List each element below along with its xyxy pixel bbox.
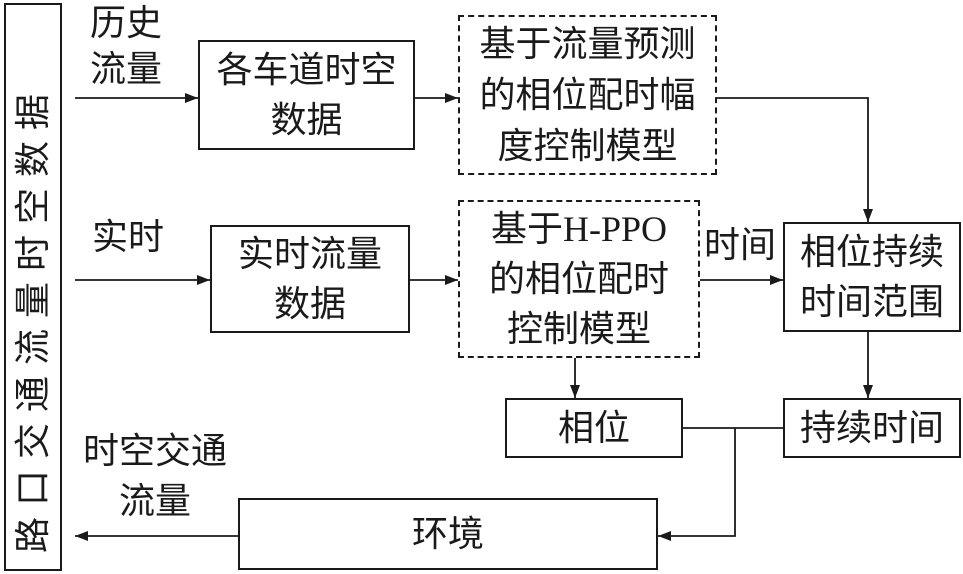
node-line: 相位	[557, 408, 630, 448]
node-line: 的相位配时幅	[479, 74, 696, 115]
node-flow-prediction-timing-model: 基于流量预测 的相位配时幅 度控制模型	[458, 15, 717, 175]
node-line: 环境	[411, 514, 484, 554]
node-phase: 相位	[505, 398, 683, 458]
label-line: 时间	[704, 225, 777, 265]
label-historical-flow: 历史 流量	[90, 0, 162, 92]
node-line: 基于流量预测	[479, 23, 696, 64]
label-spatiotemporal-traffic-flow: 时空交通 流量	[80, 426, 230, 526]
node-realtime-flow-data: 实时流量 数据	[210, 225, 410, 333]
node-line: 数据	[270, 100, 343, 140]
node-line: 基于H-PPO	[490, 209, 668, 249]
node-line: 控制模型	[506, 309, 651, 349]
node-line: 各车道时空	[216, 50, 397, 90]
label-line: 流量	[118, 481, 191, 521]
node-environment: 环境	[238, 498, 658, 570]
source-data-box: 路口交通流量时空数据	[4, 3, 62, 571]
node-line: 相位持续	[799, 232, 944, 272]
node-duration: 持续时间	[783, 398, 961, 458]
label-line: 时空交通	[82, 431, 227, 471]
label-line: 历史	[90, 3, 163, 43]
node-phase-duration-range: 相位持续 时间范围	[783, 222, 961, 332]
node-line: 实时流量	[237, 234, 382, 274]
node-lane-spatiotemporal-data: 各车道时空 数据	[198, 40, 415, 150]
label-realtime: 实时	[92, 214, 164, 260]
node-line: 度控制模型	[497, 125, 678, 166]
arrow-prediction-model-to-duration-range	[717, 97, 873, 222]
label-time: 时间	[704, 222, 776, 268]
label-line: 实时	[92, 217, 165, 257]
source-data-label: 路口交通流量时空数据	[13, 82, 53, 554]
node-line: 数据	[273, 284, 346, 324]
node-line: 持续时间	[799, 408, 944, 448]
node-line: 的相位配时	[488, 259, 669, 299]
node-line: 时间范围	[799, 282, 944, 322]
node-hppo-timing-model: 基于H-PPO 的相位配时 控制模型	[458, 200, 700, 358]
label-line: 流量	[90, 49, 163, 89]
